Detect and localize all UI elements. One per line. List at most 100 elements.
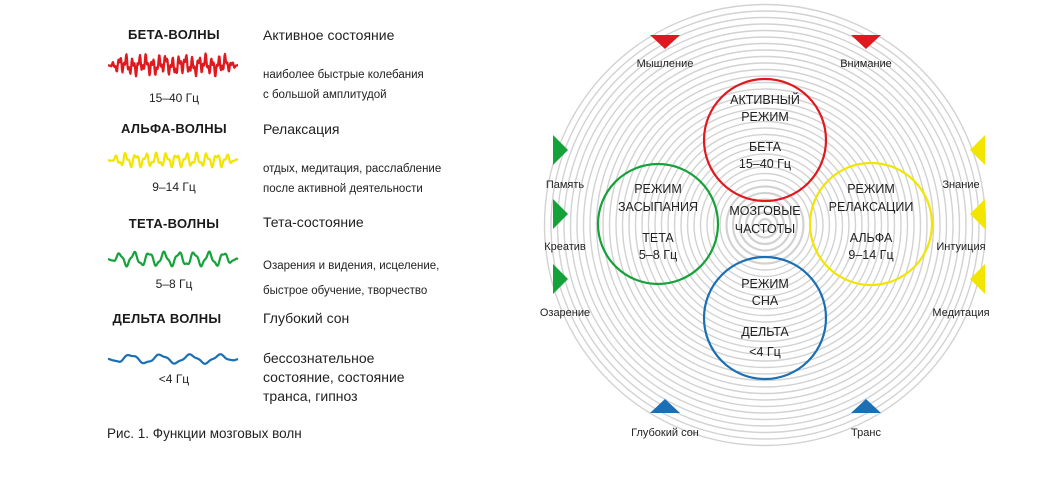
- ring: [576, 36, 954, 414]
- theta-wave-state: Тета-состояние: [263, 214, 364, 230]
- delta-wave-description-line: бессознательное: [263, 350, 375, 366]
- ring: [673, 133, 857, 317]
- mode-circle-sleep-ring: [702, 255, 828, 381]
- mode-active-wave: БЕТА: [749, 140, 782, 154]
- mode-relaxation-wave: АЛЬФА: [850, 231, 893, 245]
- ring: [628, 88, 902, 362]
- ring: [738, 198, 792, 252]
- marker-label-memory: Память: [546, 179, 585, 191]
- alpha-wave-title: АЛЬФА-ВОЛНЫ: [121, 121, 227, 136]
- mode-circle-sleep-onset: РЕЖИМ ЗАСЫПАНИЯ ТЕТА 5–8 Гц: [596, 162, 720, 286]
- mode-sleep-onset-label: ЗАСЫПАНИЯ: [618, 200, 698, 214]
- mode-circle-sleep-onset-ring: [596, 162, 720, 286]
- alpha-wave-description-line: отдых, медитация, расслабление: [263, 163, 442, 175]
- ring: [660, 120, 870, 330]
- triangle-right-icon: [553, 135, 568, 165]
- marker-label-attention: Внимание: [840, 58, 892, 70]
- mode-sleep-label: СНА: [752, 294, 779, 308]
- marker-label-creativity: Креатив: [544, 241, 586, 253]
- center-label: ЧАСТОТЫ: [735, 222, 796, 236]
- ring: [725, 185, 805, 265]
- ring: [563, 23, 967, 427]
- triangle-left-icon: [970, 135, 985, 165]
- triangle-down-icon: [851, 35, 881, 49]
- wave-beta-line: [108, 52, 239, 78]
- beta-wave-frequency: 15–40 Гц: [148, 91, 200, 105]
- mode-sleep-onset-frequency: 5–8 Гц: [639, 248, 677, 262]
- triangle-left-icon: [970, 264, 985, 294]
- delta-wave-frequency: <4 Гц: [158, 372, 190, 386]
- wave-alpha-line: [108, 151, 239, 169]
- triangle-down-icon: [650, 35, 680, 49]
- ring: [706, 166, 824, 284]
- ring: [589, 49, 941, 401]
- delta-wave-state: Глубокий сон: [263, 310, 350, 326]
- ring: [744, 204, 786, 246]
- delta-wave-title: ДЕЛЬТА ВОЛНЫ: [112, 311, 222, 326]
- mode-circle-active-ring: [702, 77, 828, 203]
- mode-circle-relaxation-ring: [808, 161, 934, 287]
- ring: [595, 55, 935, 395]
- brain-frequency-diagram: АКТИВНЫЙ РЕЖИМ БЕТА 15–40 Гц РЕЖИМ ЗАСЫП…: [540, 3, 990, 447]
- beta-wave-icon: [108, 52, 239, 78]
- marker-label-meditation: Медитация: [932, 307, 989, 319]
- theta-wave-description: Озарения и видения, исцеление, быстрое о…: [263, 254, 439, 304]
- marker-label-intuition: Интуиция: [936, 241, 985, 253]
- ring: [550, 10, 980, 440]
- figure-caption: Рис. 1. Функции мозговых волн: [107, 426, 302, 441]
- wave-delta-line: [108, 353, 239, 365]
- mode-relaxation-frequency: 9–14 Гц: [848, 248, 893, 262]
- marker-label-knowledge: Знание: [942, 179, 979, 191]
- theta-wave-description-line: быстрое обучение, творчество: [263, 285, 428, 297]
- ring: [641, 101, 889, 349]
- triangle-up-icon: [851, 399, 881, 413]
- ring: [582, 42, 948, 408]
- beta-wave-state: Активное состояние: [263, 27, 395, 43]
- ring: [602, 62, 928, 388]
- ring: [693, 153, 837, 297]
- triangle-right-icon: [553, 264, 568, 294]
- mode-active-label: АКТИВНЫЙ: [730, 92, 800, 107]
- beta-wave-title: БЕТА-ВОЛНЫ: [128, 27, 220, 42]
- mode-circle-sleep: РЕЖИМ СНА ДЕЛЬТА <4 Гц: [702, 255, 828, 381]
- alpha-wave-description-line: после активной деятельности: [263, 183, 423, 195]
- beta-wave-description: наиболее быстрые колебания с большой амп…: [263, 65, 424, 105]
- ring: [621, 81, 909, 369]
- ring: [569, 29, 961, 421]
- theta-wave-icon: [108, 250, 239, 268]
- ring: [556, 16, 974, 434]
- ring: [680, 140, 850, 310]
- alpha-wave-description: отдых, медитация, расслабление после акт…: [263, 159, 441, 199]
- mode-relaxation-label: РЕЛАКСАЦИИ: [829, 200, 914, 214]
- beta-wave-description-line: наиболее быстрые колебания: [263, 69, 424, 81]
- mode-circle-active: АКТИВНЫЙ РЕЖИМ БЕТА 15–40 Гц: [702, 77, 828, 203]
- ring: [647, 107, 883, 343]
- mode-sleep-wave: ДЕЛЬТА: [741, 325, 789, 339]
- marker-label-thinking: Мышление: [637, 58, 694, 70]
- mode-sleep-frequency: <4 Гц: [749, 345, 781, 359]
- delta-wave-description-line: состояние, состояние: [263, 369, 405, 385]
- ring: [615, 75, 915, 375]
- delta-wave-description-line: транса, гипноз: [263, 388, 358, 404]
- ring: [699, 159, 831, 291]
- theta-wave-title: ТЕТА-ВОЛНЫ: [128, 216, 220, 231]
- ring: [686, 146, 844, 304]
- alpha-wave-state: Релаксация: [263, 121, 340, 137]
- ring: [608, 68, 922, 382]
- mode-relaxation-label: РЕЖИМ: [847, 182, 895, 196]
- delta-wave-icon: [108, 353, 239, 365]
- ring: [654, 114, 876, 336]
- mode-sleep-label: РЕЖИМ: [741, 277, 789, 291]
- mode-sleep-onset-wave: ТЕТА: [642, 231, 674, 245]
- alpha-wave-frequency: 9–14 Гц: [152, 180, 196, 194]
- alpha-wave-icon: [108, 151, 239, 169]
- ring: [667, 127, 863, 323]
- marker-label-deep-sleep: Глубокий сон: [631, 427, 699, 439]
- ring: [543, 3, 987, 447]
- ring: [751, 211, 779, 239]
- triangle-left-icon: [970, 199, 985, 229]
- beta-wave-description-line: с большой амплитудой: [263, 89, 387, 101]
- concentric-rings: [543, 3, 987, 447]
- ring: [634, 94, 896, 356]
- theta-wave-description-line: Озарения и видения, исцеление,: [263, 260, 440, 272]
